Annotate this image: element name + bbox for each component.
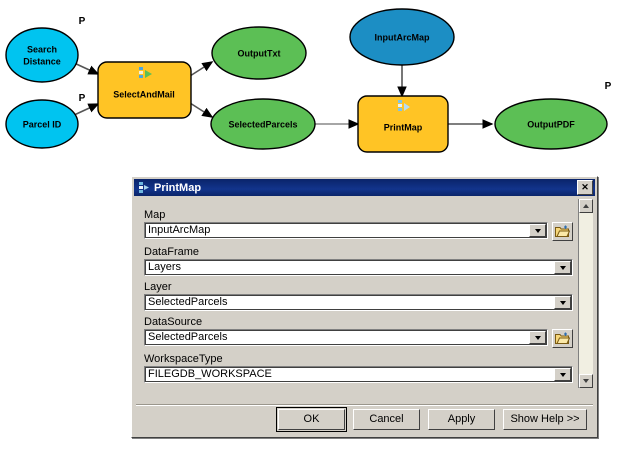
datasource-browse-button[interactable] (552, 329, 573, 348)
node-label-search-distance-line1: Search (27, 44, 57, 54)
node-label-select-and-mail: SelectAndMail (113, 89, 175, 99)
scroll-down-arrow-icon[interactable] (579, 374, 593, 388)
map-browse-button[interactable] (552, 222, 573, 241)
model-diagram-canvas: Search Distance P Parcel ID P SelectAndM… (0, 0, 628, 172)
parameter-flag-output-pdf: P (605, 81, 612, 92)
node-input-arcmap[interactable]: InputArcMap (349, 8, 455, 66)
show-help-button[interactable]: Show Help >> (503, 408, 587, 430)
node-label-output-txt: OutputTxt (238, 48, 281, 58)
field-label-dataframe: DataFrame (144, 246, 200, 258)
dataframe-combobox[interactable]: Layers (144, 259, 573, 276)
field-datasource: DataSource SelectedParcels (144, 316, 573, 348)
dialog-button-row: OK Cancel Apply Show Help >> (136, 406, 593, 432)
node-selected-parcels[interactable]: SelectedParcels (210, 98, 316, 150)
node-label-input-arcmap: InputArcMap (375, 32, 431, 42)
map-value[interactable]: InputArcMap (145, 223, 529, 238)
field-label-datasource: DataSource (144, 316, 203, 328)
parameter-flag-parcel-id: P (79, 93, 86, 104)
connector-selectandmail-to-outputtxt (189, 61, 214, 77)
node-label-search-distance-line2: Distance (23, 56, 61, 66)
node-print-map[interactable]: PrintMap (357, 95, 449, 153)
datasource-value[interactable]: SelectedParcels (145, 330, 529, 345)
datasource-combobox[interactable]: SelectedParcels (144, 329, 548, 346)
ok-button[interactable]: OK (276, 406, 347, 432)
layer-value[interactable]: SelectedParcels (145, 295, 554, 310)
script-tool-icon (137, 181, 150, 194)
node-label-parcel-id: Parcel ID (23, 119, 62, 129)
script-tool-icon-print-map (398, 100, 410, 111)
connector-parcel-id-to-selectandmail (71, 103, 100, 117)
workspacetype-combobox[interactable]: FILEGDB_WORKSPACE (144, 366, 573, 383)
node-output-txt[interactable]: OutputTxt (211, 26, 307, 80)
layer-combobox[interactable]: SelectedParcels (144, 294, 573, 311)
dataframe-value[interactable]: Layers (145, 260, 554, 275)
scroll-up-arrow-icon[interactable] (579, 199, 593, 213)
dialog-titlebar[interactable]: PrintMap ✕ (134, 179, 595, 196)
cancel-button[interactable]: Cancel (353, 408, 420, 430)
connector-selectandmail-to-selectedparcels (189, 102, 214, 118)
apply-button[interactable]: Apply (428, 408, 495, 430)
dialog-scrollbar[interactable] (578, 199, 593, 388)
parameter-flag-search-distance: P (79, 16, 86, 27)
field-dataframe: DataFrame Layers (144, 246, 573, 276)
node-select-and-mail[interactable]: SelectAndMail (97, 61, 192, 119)
field-layer: Layer SelectedParcels (144, 281, 573, 311)
field-label-map: Map (144, 209, 166, 221)
workspacetype-value[interactable]: FILEGDB_WORKSPACE (145, 367, 554, 382)
chevron-down-icon[interactable] (529, 224, 546, 237)
field-label-layer: Layer (144, 281, 172, 293)
chevron-down-icon[interactable] (529, 331, 546, 344)
node-output-pdf[interactable]: OutputPDF (494, 98, 608, 150)
chevron-down-icon[interactable] (554, 261, 571, 274)
close-icon[interactable]: ✕ (577, 180, 593, 195)
node-label-output-pdf: OutputPDF (527, 119, 575, 129)
dialog-separator (136, 404, 593, 406)
dialog-title: PrintMap (154, 181, 202, 194)
map-combobox[interactable]: InputArcMap (144, 222, 548, 239)
dialog-form-area: Map InputArcMap (136, 199, 579, 388)
node-parcel-id[interactable]: Parcel ID (5, 99, 79, 149)
chevron-down-icon[interactable] (554, 296, 571, 309)
field-workspacetype: WorkspaceType FILEGDB_WORKSPACE (144, 353, 573, 383)
chevron-down-icon[interactable] (554, 368, 571, 381)
node-label-print-map: PrintMap (384, 122, 423, 132)
script-tool-icon-select-and-mail (139, 67, 152, 78)
field-map: Map InputArcMap (144, 209, 573, 241)
printmap-dialog: PrintMap ✕ Map InputArcMap (131, 176, 598, 438)
field-label-workspacetype: WorkspaceType (144, 353, 223, 365)
node-search-distance[interactable]: Search Distance (5, 27, 79, 83)
node-label-selected-parcels: SelectedParcels (228, 119, 297, 129)
